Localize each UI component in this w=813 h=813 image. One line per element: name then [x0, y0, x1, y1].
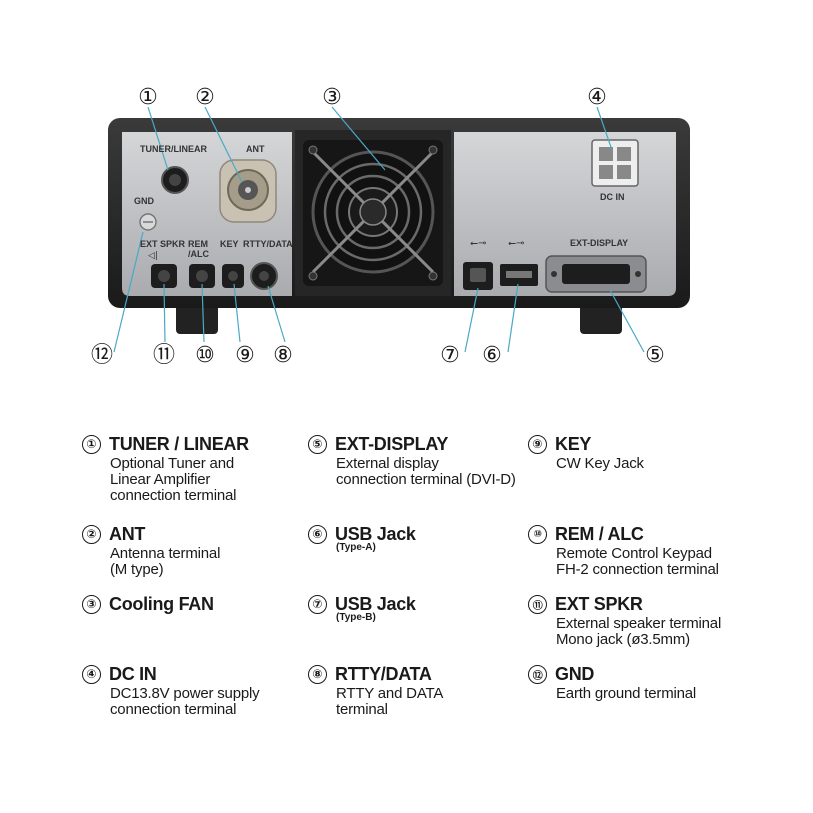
legend-subtitle: (Type-A): [336, 542, 376, 553]
legend-number-badge: ③: [82, 594, 101, 614]
foot-right: [580, 300, 622, 334]
legend-number-badge: ②: [82, 524, 101, 544]
legend-title: ANT: [109, 523, 146, 544]
legend-item: ⑦ USB Jack(Type-B): [308, 592, 538, 623]
label-ext-display: EXT-DISPLAY: [570, 238, 628, 248]
callout-10: ⑩: [195, 343, 215, 368]
rtty-data-connector-icon: [250, 262, 278, 290]
legend-item-head: ⑥ USB Jack: [308, 522, 538, 546]
legend-number-badge: ⑫: [528, 664, 547, 684]
cooling-fan-icon: [303, 140, 443, 286]
legend-number-badge: ④: [82, 664, 101, 684]
foot-left: [176, 300, 218, 334]
legend-title: EXT-DISPLAY: [335, 433, 449, 454]
callout-7: ⑦: [440, 343, 460, 368]
leader-lines: [113, 106, 645, 353]
label-gnd: GND: [134, 196, 155, 206]
legend-subtitle: (Type-B): [336, 612, 376, 623]
legend-number-badge: ⑤: [308, 434, 327, 454]
legend-item-head: ③ Cooling FAN: [82, 592, 312, 616]
rem-alc-jack-icon: [189, 264, 215, 288]
callout-3: ③: [322, 85, 342, 110]
dc-in-connector-icon: [591, 139, 639, 187]
legend-item-head: ② ANT: [82, 522, 312, 546]
legend-item-head: ① TUNER / LINEAR: [82, 432, 312, 456]
usb-type-b-icon: [463, 262, 493, 290]
ext-spkr-jack-icon: [151, 264, 177, 288]
key-jack-icon: [222, 264, 244, 288]
legend-item-head: ⑦ USB Jack: [308, 592, 538, 616]
usb-symbol-icon: ⭠⊸: [470, 238, 486, 249]
callout-6: ⑥: [482, 343, 502, 368]
legend-item-head: ④ DC IN: [82, 662, 312, 686]
legend-number-badge: ⑧: [308, 664, 327, 684]
legend-item-head: ⑫ GND: [528, 662, 758, 686]
legend-title: EXT SPKR: [555, 593, 643, 614]
callout-5: ⑤: [645, 343, 665, 368]
legend-title: Cooling FAN: [109, 593, 214, 614]
label-ant: ANT: [246, 144, 265, 154]
legend-item: ⑥ USB Jack(Type-A): [308, 522, 538, 553]
legend-number-badge: ⑦: [308, 594, 327, 614]
legend-title: DC IN: [109, 663, 157, 684]
legend-description: Optional Tuner and Linear Amplifier conn…: [110, 455, 237, 504]
legend-item-head: ⑪ EXT SPKR: [528, 592, 758, 616]
legend-number-badge: ⑩: [528, 524, 547, 544]
gnd-screw-icon: [139, 213, 157, 231]
label-rem-alc: REM/ALC: [188, 239, 209, 259]
legend-title: REM / ALC: [555, 523, 644, 544]
legend-description: CW Key Jack: [556, 455, 644, 472]
legend-item-head: ⑩ REM / ALC: [528, 522, 758, 546]
legend-item: ③ Cooling FAN: [82, 592, 312, 616]
usb-symbol-icon: ⭠⊸: [508, 238, 524, 249]
label-rtty-data: RTTY/DATA: [243, 239, 293, 249]
ant-connector-icon: [219, 159, 277, 223]
legend-title: USB Jack: [335, 523, 416, 544]
legend-description: Remote Control Keypad FH-2 connection te…: [556, 545, 719, 578]
legend-item-head: ⑤ EXT-DISPLAY: [308, 432, 538, 456]
tuner-linear-connector-icon: [161, 166, 189, 194]
label-tuner-linear: TUNER/LINEAR: [140, 144, 207, 154]
legend-description: External speaker terminal Mono jack (ø3.…: [556, 615, 722, 648]
legend-title: GND: [555, 663, 595, 684]
legend-description: DC13.8V power supply connection terminal: [110, 685, 260, 718]
dvi-connector-icon: [545, 255, 647, 293]
label-key: KEY: [220, 239, 239, 249]
legend-description: Antenna terminal (M type): [110, 545, 221, 578]
callout-1: ①: [138, 85, 158, 110]
legend-number-badge: ⑪: [528, 594, 547, 614]
legend-item-head: ⑧ RTTY/DATA: [308, 662, 538, 686]
legend-number-badge: ⑥: [308, 524, 327, 544]
legend-description: Earth ground terminal: [556, 685, 697, 702]
legend-title: RTTY/DATA: [335, 663, 432, 684]
legend-title: USB Jack: [335, 593, 416, 614]
label-ext-spkr: EXT SPKR: [140, 239, 186, 249]
callout-12: ⑫: [91, 343, 113, 368]
callout-8: ⑧: [273, 343, 293, 368]
rear-panel-diagram: ⭠⊸ ⭠⊸ ◁| ① ② ③ ④ ⑤ ⑥ ⑦ ⑧ ⑨ ⑩ ⑪ ⑫ TUNER/L…: [91, 85, 690, 368]
usb-type-a-icon: [500, 264, 538, 286]
legend-title: KEY: [555, 433, 592, 454]
legend-number-badge: ⑨: [528, 434, 547, 454]
legend-number-badge: ①: [82, 434, 101, 454]
callout-11: ⑪: [153, 343, 175, 368]
callout-2: ②: [195, 85, 215, 110]
legend-description: RTTY and DATA terminal: [336, 685, 444, 718]
legend-item-head: ⑨ KEY: [528, 432, 758, 456]
legend-title: TUNER / LINEAR: [109, 433, 249, 454]
callout-4: ④: [587, 85, 607, 110]
callout-9: ⑨: [235, 343, 255, 368]
speaker-symbol-icon: ◁|: [148, 251, 158, 261]
label-dc-in: DC IN: [600, 192, 625, 202]
legend-description: External display connection terminal (DV…: [336, 455, 516, 488]
